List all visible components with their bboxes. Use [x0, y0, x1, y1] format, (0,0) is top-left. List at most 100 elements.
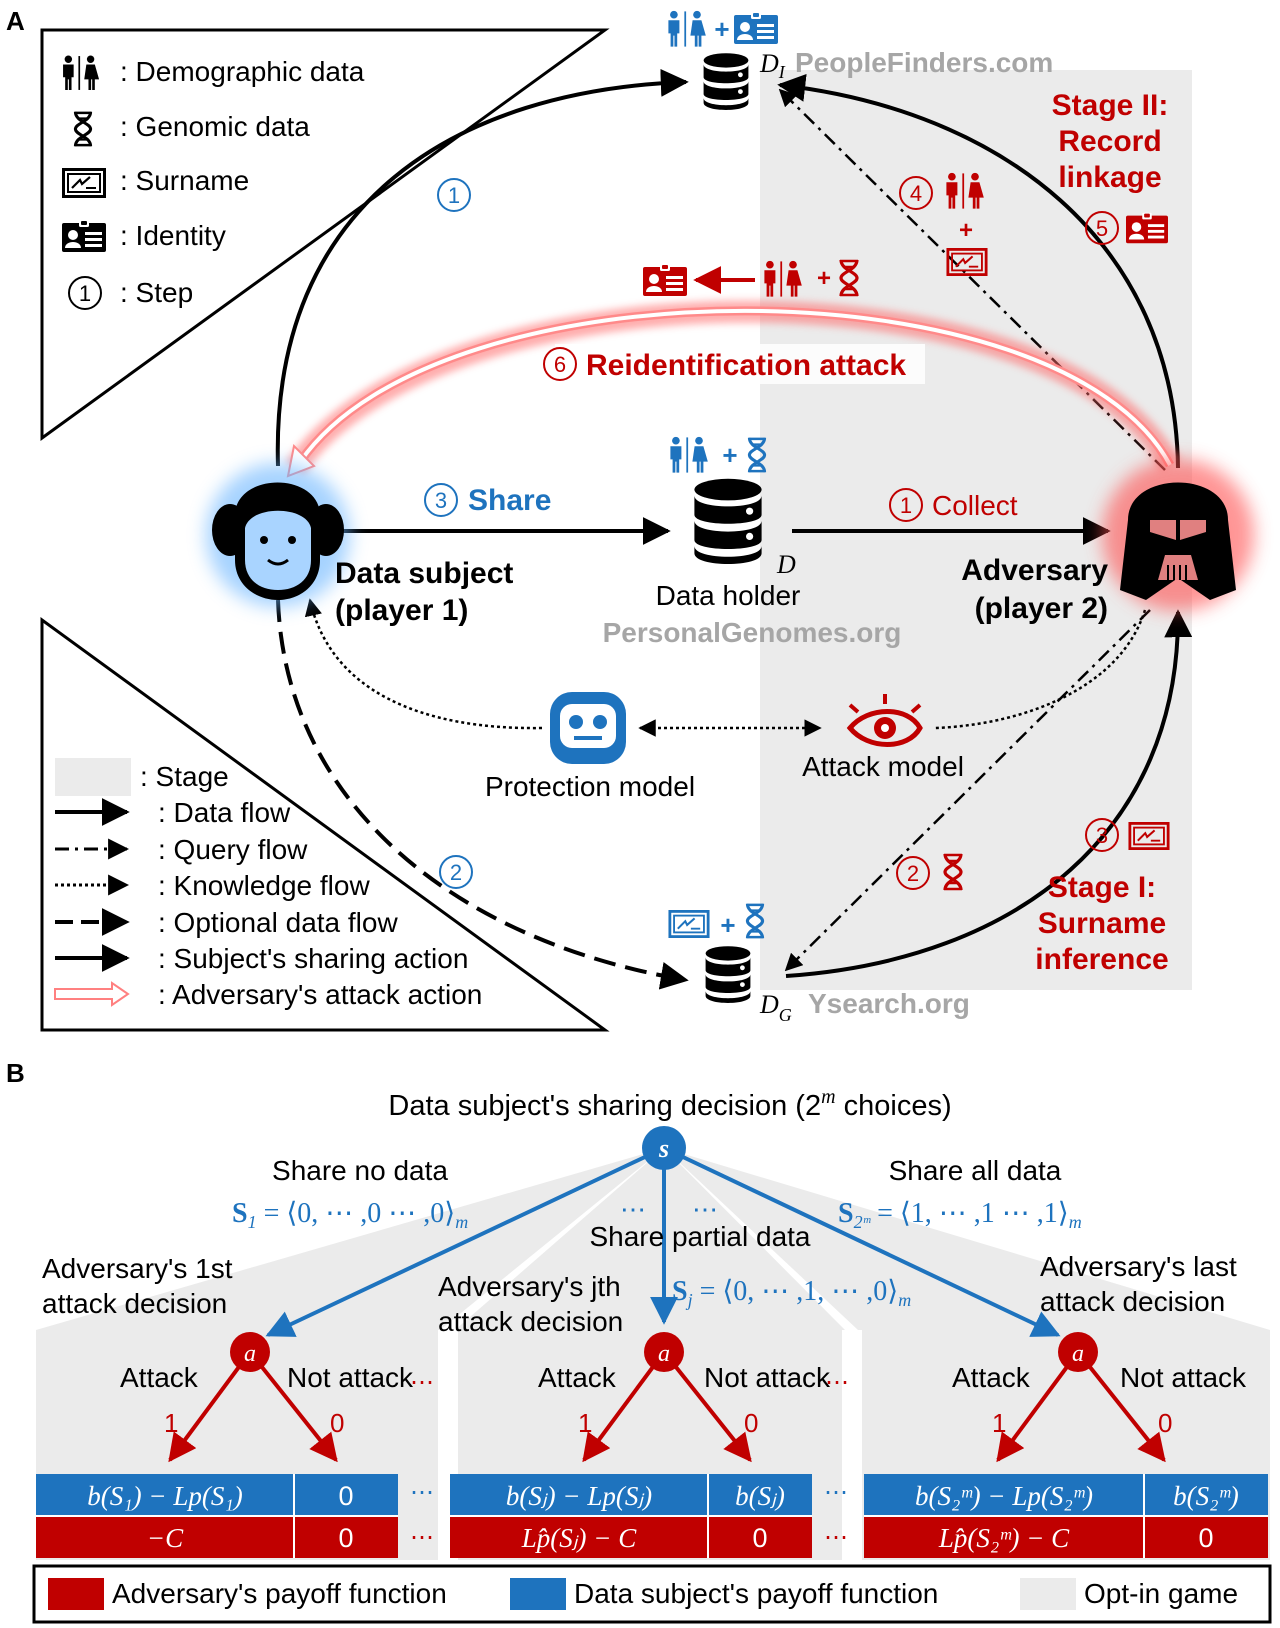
s1-vector: S1 = ⟨0, ⋯ ,0 ⋯ ,0⟩m [232, 1198, 468, 1232]
subject-label-1: Data subject [335, 557, 513, 590]
svg-text:1: 1 [992, 1408, 1006, 1438]
legend-surname: : Surname [120, 165, 249, 196]
adv-last-2: attack decision [1040, 1286, 1225, 1317]
step-red-3: 3 [1085, 818, 1119, 852]
tree-title: Data subject's sharing decision (2m choi… [388, 1086, 951, 1122]
step-reid: 6 Reidentification attack [543, 344, 925, 384]
legend-genomic: : Genomic data [120, 111, 310, 142]
adv-jth-1: Adversary's jth [438, 1271, 621, 1302]
svg-text:b(Sⱼ): b(Sⱼ) [735, 1481, 785, 1511]
legend-attack-arrow [54, 981, 130, 1007]
svg-text:0: 0 [338, 1481, 353, 1511]
svg-text:0: 0 [330, 1408, 344, 1438]
dots-left: ⋯ [620, 1194, 646, 1224]
svg-text:−C: −C [147, 1523, 184, 1553]
d-plus: + [722, 440, 737, 470]
svg-text:Not attack: Not attack [1120, 1362, 1247, 1393]
svg-text:b(Sⱼ) − Lp(Sⱼ): b(Sⱼ) − Lp(Sⱼ) [506, 1481, 652, 1511]
step-blue-2: 2 [439, 855, 473, 889]
legend-sharing-action: : Subject's sharing action [158, 943, 468, 974]
share-none-label: Share no data [272, 1155, 448, 1186]
subject-label-2: (player 1) [335, 594, 468, 627]
d-label: D [776, 550, 796, 579]
data-subject-avatar [206, 463, 350, 607]
svg-text:b(S₁) − Lp(S₁): b(S₁) − Lp(S₁) [87, 1481, 242, 1511]
optional-subject-to-dg [276, 599, 689, 990]
sj-vector: Sj = ⟨0, ⋯ ,1, ⋯ ,0⟩m [672, 1276, 911, 1310]
svg-text:Stage I:: Stage I: [1048, 871, 1156, 904]
step-collect: 1 Collect [889, 488, 1018, 522]
dots-tree-2: ⋯ [825, 1369, 849, 1396]
svg-text:Stage II:: Stage II: [1052, 89, 1169, 122]
svg-text:0: 0 [338, 1523, 353, 1553]
svg-text:0: 0 [1158, 1408, 1172, 1438]
share-partial-label: Share partial data [589, 1221, 810, 1252]
adversary-avatar [1102, 459, 1254, 611]
legend-optional-flow: : Optional data flow [158, 907, 398, 938]
payoff-table-last: b(S₂ᵐ) − Lp(S₂ᵐ) b(S₂ᵐ) Lp̂(S₂ᵐ) − C 0 [864, 1474, 1268, 1558]
dots-pay-blue-2: ⋯ [824, 1479, 848, 1506]
dots-tree-1: ⋯ [410, 1369, 434, 1396]
root-node-label: s [658, 1134, 669, 1163]
svg-text:inference: inference [1035, 943, 1168, 976]
legend-step: : Step [120, 277, 193, 308]
adversary-label-2: (player 2) [975, 592, 1108, 625]
svg-text:1: 1 [164, 1408, 178, 1438]
dg-site: Ysearch.org [808, 988, 970, 1019]
step5-identity-icon [1126, 212, 1168, 244]
svg-text:3: 3 [1096, 823, 1108, 848]
svg-text:1: 1 [900, 493, 912, 518]
svg-text:Reidentification attack: Reidentification attack [586, 349, 906, 382]
svg-text:6: 6 [554, 352, 566, 377]
step4-plus: + [959, 217, 973, 244]
subject-payoff-legend: Data subject's payoff function [574, 1578, 938, 1609]
dl-demographic-icon [668, 10, 706, 47]
svg-text:b(S₂ᵐ) − Lp(S₂ᵐ): b(S₂ᵐ) − Lp(S₂ᵐ) [915, 1481, 1093, 1511]
adversary-payoff-legend: Adversary's payoff function [112, 1578, 447, 1609]
knowledge-to-attack-model [934, 609, 1147, 730]
svg-text:5: 5 [1096, 216, 1108, 241]
step-share: 3 Share [424, 483, 551, 517]
branch-share-all [663, 1146, 1061, 1337]
adv-jth-2: attack decision [438, 1306, 623, 1337]
svg-text:Lp̂(S₂ᵐ) − C: Lp̂(S₂ᵐ) − C [938, 1523, 1070, 1553]
adv-first-2: attack decision [42, 1288, 227, 1319]
svg-text:linkage: linkage [1058, 161, 1161, 194]
svg-text:3: 3 [435, 488, 447, 513]
dl-label: DI [759, 49, 786, 82]
dl-identity-icon [734, 12, 778, 44]
eye-icon [846, 694, 923, 747]
optin-wedge-right [664, 1148, 1270, 1560]
protection-model-icon [550, 692, 626, 764]
legend-stage-swatch [55, 758, 131, 796]
dl-site: PeopleFinders.com [795, 47, 1053, 78]
svg-text:Not attack: Not attack [287, 1362, 414, 1393]
dots-right: ⋯ [692, 1194, 718, 1224]
protection-model-label: Protection model [485, 771, 695, 802]
svg-text:0: 0 [1198, 1523, 1213, 1553]
panel-label-a: A [6, 6, 25, 36]
data-holder-label: Data holder [656, 580, 801, 611]
subject-payoff-swatch [510, 1578, 566, 1610]
svg-text:Record: Record [1058, 125, 1161, 158]
svg-text:a: a [244, 1341, 256, 1367]
step-red-5: 5 [1085, 211, 1119, 245]
svg-text:Lp̂(Sⱼ) − C: Lp̂(Sⱼ) − C [521, 1523, 637, 1553]
payoff-table-1: b(S₁) − Lp(S₁) 0 −C 0 [36, 1474, 398, 1558]
subtree-first: a Attack Not attack 1 0 [120, 1332, 414, 1463]
svg-text:4: 4 [910, 181, 922, 206]
svg-text:Not attack: Not attack [704, 1362, 831, 1393]
reid-plus: + [817, 265, 831, 292]
svg-text:Attack: Attack [952, 1362, 1031, 1393]
legend-query-flow: : Query flow [158, 834, 308, 865]
legend-step-number: 1 [79, 281, 91, 306]
panel-label-b: B [6, 1058, 25, 1088]
s2m-vector: S2ᵐ = ⟨1, ⋯ ,1 ⋯ ,1⟩m [838, 1198, 1082, 1232]
dots-pay-blue-1: ⋯ [410, 1479, 434, 1506]
share-all-label: Share all data [889, 1155, 1062, 1186]
arrow-subject-to-dl [275, 68, 689, 467]
reid-identity-icon [643, 264, 687, 296]
dl-plus: + [714, 14, 729, 44]
arrow-adversary-to-dl [777, 73, 1180, 469]
